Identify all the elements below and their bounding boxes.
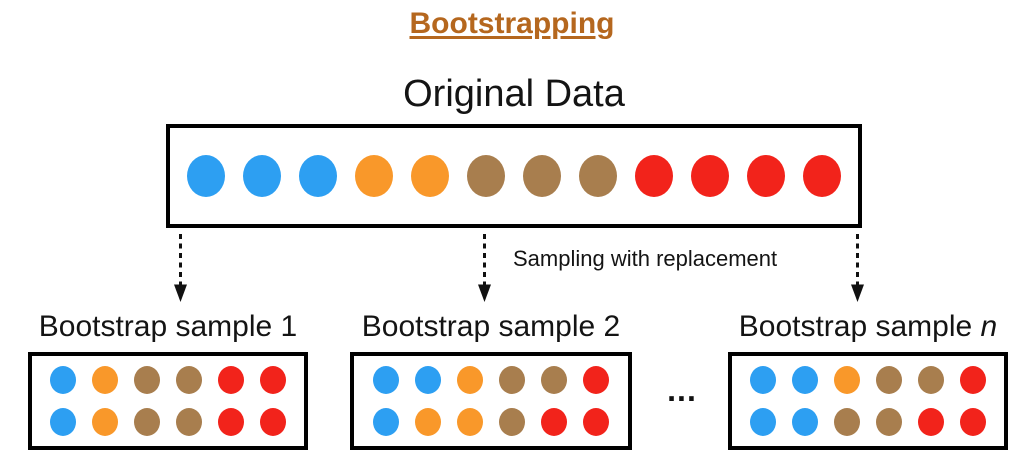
brown-dot — [499, 366, 525, 394]
bootstrap-sample-1-label-prefix: Bootstrap sample — [38, 310, 273, 343]
blue-dot — [415, 366, 441, 394]
bootstrap-sample-1-row-2 — [32, 408, 304, 436]
dashed-arrow-middle — [478, 234, 491, 302]
brown-dot — [876, 366, 902, 394]
brown-dot — [134, 408, 160, 436]
brown-dot — [834, 408, 860, 436]
blue-dot — [50, 408, 76, 436]
sampling-with-replacement-label: Sampling with replacement — [513, 246, 778, 271]
blue-dot — [373, 366, 399, 394]
bootstrap-sample-2-label-prefix: Bootstrap sample — [361, 310, 596, 343]
blue-dot — [373, 408, 399, 436]
orange-dot — [457, 366, 483, 394]
diagram-title: Bootstrapping — [0, 7, 1024, 41]
blue-dot — [243, 155, 281, 197]
ellipsis: ... — [667, 372, 697, 408]
red-dot — [583, 408, 609, 436]
red-dot — [260, 366, 286, 394]
brown-dot — [523, 155, 561, 197]
bootstrap-sample-n-label-prefix: Bootstrap sample — [738, 310, 973, 343]
orange-dot — [415, 408, 441, 436]
blue-dot — [750, 408, 776, 436]
red-dot — [960, 408, 986, 436]
original-data-label: Original Data — [403, 73, 625, 115]
bootstrap-sample-2-box — [350, 352, 632, 450]
orange-dot — [92, 408, 118, 436]
red-dot — [218, 408, 244, 436]
orange-dot — [92, 366, 118, 394]
brown-dot — [918, 366, 944, 394]
dashed-arrow-left — [174, 234, 187, 302]
dashed-arrow-right — [851, 234, 864, 302]
red-dot — [691, 155, 729, 197]
bootstrap-sample-1-box — [28, 352, 308, 450]
red-dot — [635, 155, 673, 197]
brown-dot — [467, 155, 505, 197]
brown-dot — [876, 408, 902, 436]
brown-dot — [176, 408, 202, 436]
red-dot — [747, 155, 785, 197]
blue-dot — [792, 366, 818, 394]
red-dot — [583, 366, 609, 394]
bootstrap-sample-n-label-number: n — [980, 310, 998, 343]
red-dot — [541, 408, 567, 436]
bootstrap-sample-2-label-number: 2 — [603, 310, 621, 343]
bootstrap-sample-1-label: Bootstrap sample 1 — [28, 310, 308, 344]
bootstrap-sample-2-row-1 — [354, 366, 628, 394]
bootstrap-sample-2-label: Bootstrap sample 2 — [350, 310, 632, 344]
orange-dot — [457, 408, 483, 436]
brown-dot — [176, 366, 202, 394]
bootstrap-sample-n-label: Bootstrap sample n — [728, 310, 1008, 344]
blue-dot — [792, 408, 818, 436]
red-dot — [918, 408, 944, 436]
bootstrap-sample-n-row-1 — [732, 366, 1004, 394]
blue-dot — [187, 155, 225, 197]
orange-dot — [411, 155, 449, 197]
orange-dot — [834, 366, 860, 394]
diagram-title-text: Bootstrapping — [409, 7, 615, 40]
bootstrap-sample-2-row-2 — [354, 408, 628, 436]
orange-dot — [355, 155, 393, 197]
blue-dot — [299, 155, 337, 197]
original-data-box — [166, 124, 862, 228]
brown-dot — [134, 366, 160, 394]
blue-dot — [750, 366, 776, 394]
brown-dot — [579, 155, 617, 197]
red-dot — [218, 366, 244, 394]
red-dot — [960, 366, 986, 394]
red-dot — [803, 155, 841, 197]
brown-dot — [499, 408, 525, 436]
bootstrap-sample-n-row-2 — [732, 408, 1004, 436]
brown-dot — [541, 366, 567, 394]
bootstrap-sample-1-row-1 — [32, 366, 304, 394]
bootstrap-sample-n-box — [728, 352, 1008, 450]
red-dot — [260, 408, 286, 436]
bootstrap-sample-1-label-number: 1 — [280, 310, 298, 343]
blue-dot — [50, 366, 76, 394]
